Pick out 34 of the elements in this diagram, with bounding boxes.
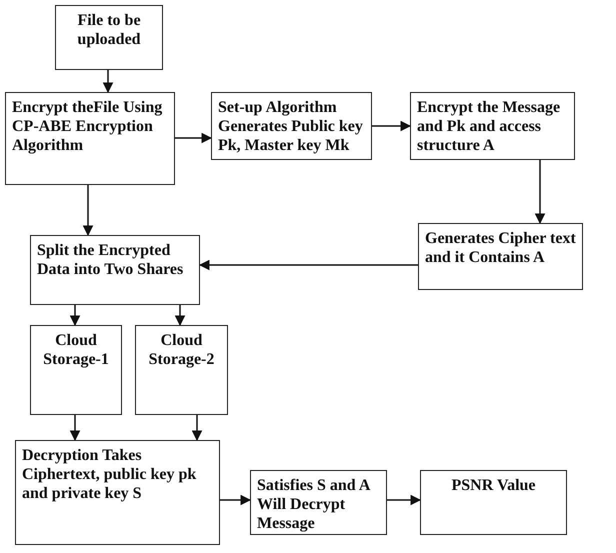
arrow: [70, 415, 80, 442]
box-text: Cloud Storage-2: [148, 331, 216, 370]
arrow: [198, 260, 418, 270]
process-box: [30, 235, 200, 305]
arrow: [192, 415, 202, 442]
box-text: Decryption Takes Ciphertext, public key pk and private key S: [22, 446, 198, 504]
arrow: [175, 132, 212, 144]
arrow: [102, 70, 114, 94]
box-text: PSNR Value: [450, 476, 537, 496]
box-text: Encrypt the Message and Pk and access structure A: [417, 98, 562, 156]
box-text: Set-up Algorithm Generates Public key Pk, Master key Mk: [218, 98, 364, 156]
process-box: [418, 223, 583, 290]
process-box: [410, 92, 575, 160]
arrow: [372, 120, 412, 132]
process-box: [15, 440, 220, 545]
box-text: Generates Cipher text and it Contains A: [425, 229, 576, 268]
process-box: [135, 325, 228, 415]
arrow: [70, 305, 80, 326]
box-text: Split the Encrypted Data into Two Shares: [37, 241, 184, 280]
box-text: Satisfies S and A Will Decrypt Message: [257, 476, 371, 534]
arrow: [220, 494, 252, 506]
box-text: Cloud Storage-1: [42, 331, 110, 370]
box-text: Encrypt theFile Using CP-ABE Encryption Algorithm: [12, 98, 164, 156]
arrow: [534, 160, 546, 224]
process-box: [30, 325, 122, 415]
arrow: [82, 185, 94, 236]
process-box: [250, 470, 387, 535]
arrow: [387, 494, 422, 506]
process-box: [55, 5, 163, 70]
process-box: [5, 92, 175, 185]
box-text: File to be uploaded: [76, 11, 142, 50]
process-box: [211, 92, 372, 160]
arrow: [174, 305, 186, 326]
process-box: [420, 470, 567, 535]
